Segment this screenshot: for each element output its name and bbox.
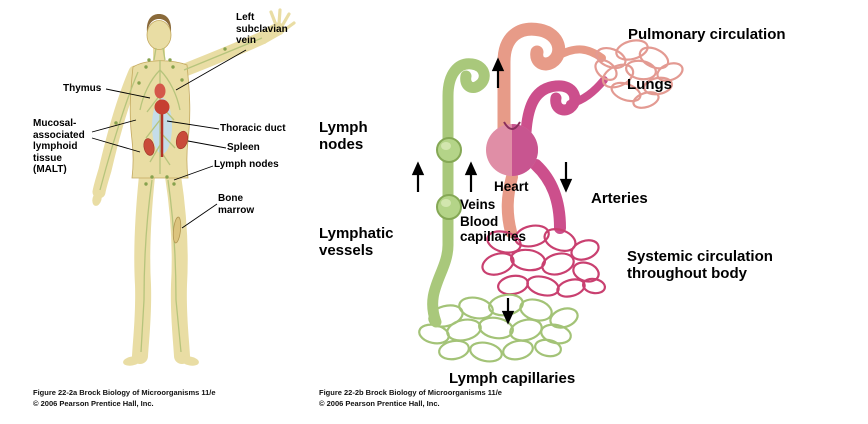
raised-hand — [263, 8, 296, 44]
artery-tube — [530, 159, 566, 234]
heart-shape-a — [154, 99, 170, 115]
label-spleen: Spleen — [227, 142, 260, 153]
vein-tube — [497, 22, 566, 140]
left-foot — [123, 356, 141, 366]
label-lymphatic-vessels: Lymphatic vessels — [319, 225, 394, 259]
left-hand — [92, 192, 102, 206]
figure-a-svg — [91, 8, 296, 366]
flow-arrows — [411, 57, 573, 325]
right-foot — [181, 356, 199, 366]
label-lymph-nodes-a: Lymph nodes — [214, 159, 279, 170]
blood-capillaries-mesh — [481, 224, 607, 298]
label-lymph-capillaries: Lymph capillaries — [449, 370, 576, 387]
label-malt: Mucosal- associated lymphoid tissue (MAL… — [33, 118, 85, 175]
lymph-node-shapes — [436, 137, 462, 220]
label-arteries: Arteries — [591, 190, 648, 207]
lungs-mesh — [594, 39, 684, 109]
vein-return-tube — [501, 171, 518, 238]
label-blood-capillaries: Blood capillaries — [460, 214, 527, 245]
label-systemic-circulation: Systemic circulation throughout body — [627, 248, 773, 282]
hair — [146, 14, 172, 32]
caption-figure-b: Figure 22-2b Brock Biology of Microorgan… — [319, 388, 502, 408]
label-heart: Heart — [494, 179, 529, 194]
lymphatic-vessel-tube — [427, 58, 490, 328]
thymus-shape — [154, 83, 166, 99]
spleen-shape — [175, 130, 189, 150]
label-veins: Veins — [460, 197, 496, 212]
label-bone-marrow: Bone marrow — [218, 193, 255, 216]
label-thoracic-duct: Thoracic duct — [220, 123, 286, 134]
lymph-capillaries-mesh — [418, 293, 579, 363]
figure-b-svg — [411, 22, 684, 363]
leader-lines-a — [91, 49, 247, 229]
label-left-subclavian-vein: Left subclavian vein — [236, 12, 288, 46]
label-lungs: Lungs — [627, 76, 672, 93]
head — [146, 20, 172, 50]
pulmonary-vein-connector — [554, 45, 606, 62]
label-lymph-nodes-b: Lymph nodes — [319, 119, 368, 153]
label-pulmonary-circulation: Pulmonary circulation — [628, 26, 786, 43]
heart-shape-b — [486, 121, 538, 176]
pulmonary-artery-tube — [520, 80, 581, 138]
caption-figure-a: Figure 22-2a Brock Biology of Microorgan… — [33, 388, 216, 408]
organ-left-shape — [143, 138, 155, 156]
bone-marrow-shape — [172, 216, 182, 244]
lymph-node-dots — [114, 47, 227, 186]
label-thymus: Thymus — [63, 83, 102, 94]
pulmonary-artery-connector — [566, 76, 608, 108]
